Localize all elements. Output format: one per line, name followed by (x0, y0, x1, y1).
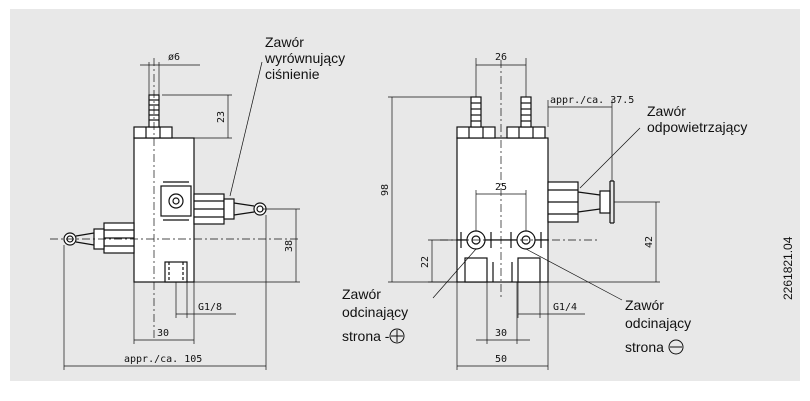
label-line: wyrównujący (265, 50, 346, 66)
label-line: strona - (342, 328, 390, 344)
label-line: odcinający (342, 304, 409, 320)
dim-d22: 22 (420, 256, 431, 268)
dim-d38: 38 (284, 240, 295, 252)
right-view-dimension-lines (388, 58, 660, 370)
dim-g18: G1/8 (198, 302, 222, 313)
right-view-lines (456, 96, 615, 283)
dim-d6: ø6 (168, 52, 180, 63)
dim-d50: 50 (495, 354, 507, 365)
label-line: odpowietrzający (647, 119, 748, 135)
label-line-with-symbol: strona (625, 338, 691, 356)
dim-d26: 26 (495, 52, 507, 63)
dim-d98: 98 (380, 184, 391, 196)
label-line: ciśnienie (265, 66, 320, 82)
label-equalizing-valve: Zawór wyrównujący ciśnienie (265, 34, 345, 82)
document-number: 2261821.04 (781, 236, 795, 300)
dim-d25: 25 (495, 182, 507, 193)
dim-d105: appr./ca. 105 (124, 354, 202, 365)
label-line: strona (625, 339, 664, 355)
dim-d42: 42 (644, 236, 655, 248)
minus-circle-icon (668, 339, 684, 355)
label-line: Zawór (647, 103, 686, 119)
dim-d23: 23 (216, 111, 227, 123)
plus-circle-icon (389, 328, 405, 344)
label-line-with-symbol: strona - (342, 327, 408, 345)
dim-g14: G1/4 (553, 302, 577, 313)
label-line: odcinający (625, 315, 692, 331)
label-line: Zawór (265, 34, 304, 50)
label-shutoff-valve-minus: Zawór odcinający strona (625, 296, 691, 356)
dim-d375: appr./ca. 37.5 (550, 95, 634, 106)
dim-d30-right: 30 (495, 328, 507, 339)
label-shutoff-valve-plus: Zawór odcinający strona - (342, 285, 408, 345)
label-line: Zawór (342, 286, 381, 302)
left-view-lines (63, 94, 267, 283)
label-line: Zawór (625, 297, 664, 313)
label-vent-valve: Zawór odpowietrzający (647, 103, 747, 135)
dim-d30-left: 30 (157, 328, 169, 339)
left-view-dimension-lines (50, 58, 300, 370)
